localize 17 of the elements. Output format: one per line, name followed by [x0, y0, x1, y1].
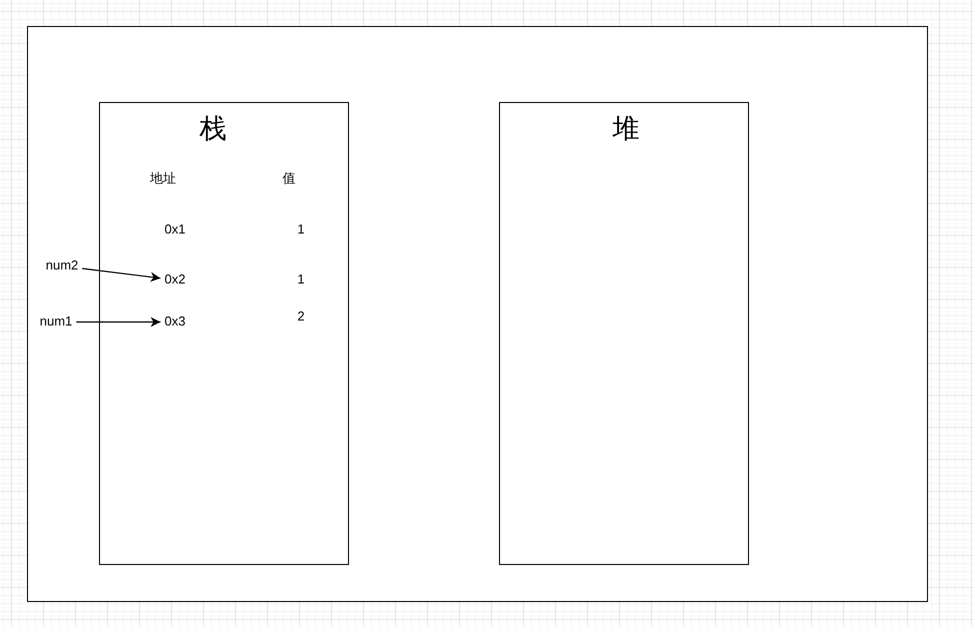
heap-panel [499, 102, 749, 565]
column-header: 地址 [150, 172, 176, 186]
address-text: 0x2 [164, 272, 186, 288]
value-text: 1 [297, 222, 305, 238]
address-text: 0x1 [164, 222, 186, 238]
variable-name: num1 [40, 314, 72, 330]
arrow [82, 268, 161, 282]
address-text: 0x3 [164, 314, 186, 330]
value-text: 2 [297, 310, 305, 324]
panel-title: 栈 [200, 113, 226, 145]
arrow [76, 317, 160, 327]
stack-panel [99, 102, 349, 565]
panel-title: 堆 [612, 113, 640, 145]
value-text: 1 [297, 272, 305, 288]
variable-name: num2 [46, 258, 78, 274]
column-header: 值 [282, 172, 296, 186]
outer-frame [27, 26, 928, 602]
